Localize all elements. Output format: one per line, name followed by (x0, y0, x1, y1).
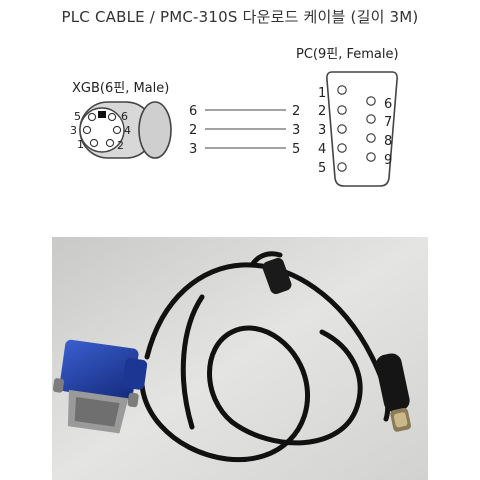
pc-pin-4: 4 (318, 142, 326, 157)
xgb-label: XGB(6핀, Male) (72, 81, 169, 96)
wire-from-pin: 2 (189, 123, 197, 138)
cable-photo-icon (52, 237, 428, 480)
wiring: 6 2 2 3 3 5 (189, 104, 300, 157)
pc-pin-2: 2 (318, 104, 326, 119)
pinout-diagram: XGB(6핀, Male) 5 3 1 6 4 2 6 2 2 3 3 5 PC… (70, 47, 399, 187)
page-title: PLC CABLE / PMC-310S 다운로드 케이블 (길이 3M) (61, 8, 419, 26)
wire-to-pin: 3 (292, 123, 300, 138)
xgb-pin-3: 3 (70, 124, 77, 137)
wire-to-pin: 2 (292, 104, 300, 119)
pc-pin-7: 7 (384, 115, 392, 130)
cable-photo (52, 237, 428, 480)
wire-to-pin: 5 (292, 142, 300, 157)
xgb-pin-6: 6 (121, 110, 128, 123)
pc-label: PC(9핀, Female) (296, 47, 399, 62)
db9-connector (326, 71, 398, 187)
pc-pin-6: 6 (384, 97, 392, 112)
pc-pin-8: 8 (384, 134, 392, 149)
xgb-pin-2: 2 (117, 139, 124, 152)
wire-from-pin: 6 (189, 104, 197, 119)
pc-pin-5: 5 (318, 161, 326, 176)
xgb-pin-4: 4 (124, 124, 131, 137)
pc-pin-9: 9 (384, 153, 392, 168)
pc-pin-1: 1 (318, 86, 326, 101)
wire-from-pin: 3 (189, 142, 197, 157)
xgb-connector (79, 101, 172, 159)
xgb-pin-1: 1 (77, 138, 84, 151)
xgb-pin-5: 5 (74, 110, 81, 123)
pc-pin-3: 3 (318, 123, 326, 138)
